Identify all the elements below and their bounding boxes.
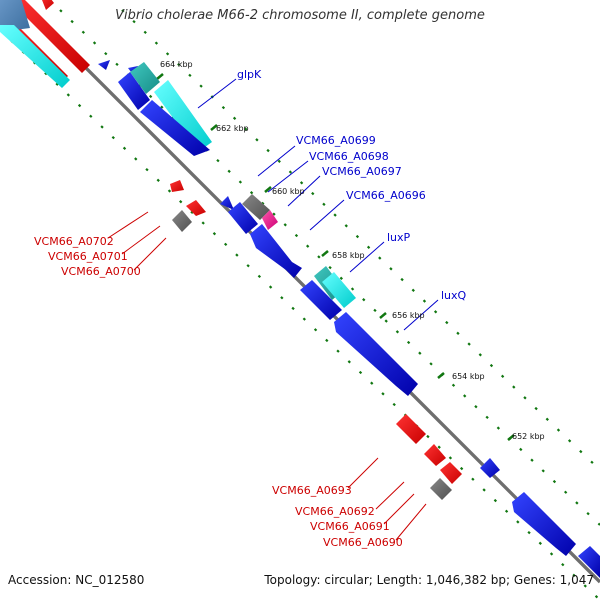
- gene-A0699-body: [228, 202, 258, 234]
- leader-A0691: [383, 493, 415, 525]
- gene-A0700-gray: [172, 210, 192, 232]
- leader-A0698: [267, 160, 309, 193]
- leader-A0693: [347, 457, 379, 489]
- gene-label-luxP: luxP: [387, 231, 411, 244]
- gene-A0697-magenta: [262, 210, 278, 230]
- gene-glpk-arrow: [118, 72, 150, 110]
- gene-label-VCM66_A0701: VCM66_A0701: [48, 250, 128, 263]
- map-title: Vibrio cholerae M66-2 chromosome II, com…: [115, 8, 485, 23]
- gene-label-luxQ: luxQ: [441, 289, 467, 302]
- leader-glpK: [197, 78, 237, 109]
- forward-strand-features: [98, 60, 600, 578]
- gene-label-VCM66_A0690: VCM66_A0690: [323, 536, 403, 549]
- leader-A0702: [107, 211, 149, 239]
- gene-label-VCM66_A0692: VCM66_A0692: [295, 505, 375, 518]
- feature-red-top: [12, 0, 90, 73]
- guide-track-outer: [121, 9, 600, 471]
- gene-label-VCM66_A0693: VCM66_A0693: [272, 484, 352, 497]
- tick-label-662: 662 kbp: [216, 124, 249, 133]
- tick-mark-660: [264, 186, 272, 193]
- gene-label-VCM66_A0698: VCM66_A0698: [309, 150, 389, 163]
- reverse-label-leaders: [107, 211, 427, 541]
- leader-A0701: [121, 225, 161, 255]
- leader-A0690: [395, 503, 427, 541]
- tick-mark-664: [156, 73, 164, 80]
- gene-label-VCM66_A0700: VCM66_A0700: [61, 265, 141, 278]
- gene-A0691-arrow: [440, 462, 462, 484]
- gene-A0692-arrow: [424, 444, 446, 466]
- leader-A0697: [287, 175, 321, 207]
- gene-label-VCM66_A0699: VCM66_A0699: [296, 134, 376, 147]
- feature-cyan-glpk: [154, 80, 212, 152]
- gene-large-arrow-bottom: [512, 492, 576, 556]
- gene-arrow-small-1: [98, 60, 110, 70]
- tick-label-664: 664 kbp: [160, 60, 193, 69]
- gene-label-VCM66_A0702: VCM66_A0702: [34, 235, 114, 248]
- tick-mark-656: [379, 312, 387, 319]
- tick-label-660: 660 kbp: [272, 187, 305, 196]
- gene-label-VCM66_A0697: VCM66_A0697: [322, 165, 402, 178]
- leader-A0700: [133, 237, 167, 271]
- feature-cyan-top: [0, 25, 70, 88]
- gene-A0696-arrow: [250, 224, 302, 278]
- gene-A0699-arrow: [220, 196, 234, 210]
- gene-small-arrow-right: [480, 458, 500, 478]
- feature-red-mid-top: [42, 0, 54, 10]
- gene-glpk-arrow-2: [140, 100, 210, 156]
- guide-track-forward: [59, 9, 600, 526]
- gene-luxq-arrow: [334, 312, 418, 396]
- leader-A0692: [375, 481, 405, 510]
- tick-mark-652: [507, 434, 515, 441]
- tick-label-658: 658 kbp: [332, 251, 365, 260]
- leader-luxP: [349, 241, 385, 273]
- position-tick-marks: [156, 73, 515, 441]
- reverse-strand-features: [170, 180, 462, 500]
- tick-mark-658: [321, 250, 329, 257]
- gene-label-VCM66_A0696: VCM66_A0696: [346, 189, 426, 202]
- gene-A0690-gray: [430, 478, 452, 500]
- tick-label-656: 656 kbp: [392, 311, 425, 320]
- forward-label-leaders: [197, 78, 439, 331]
- feature-cyan-luxp: [322, 272, 356, 308]
- gene-A0693-arrow: [396, 414, 426, 444]
- leader-A0699: [257, 145, 296, 177]
- accession-text: Accession: NC_012580: [8, 573, 145, 587]
- feature-steel-top: [0, 0, 30, 32]
- gene-label-glpK: glpK: [237, 68, 262, 81]
- leader-luxQ: [403, 299, 439, 331]
- tick-label-654: 654 kbp: [452, 372, 485, 381]
- tick-mark-662: [210, 124, 218, 131]
- feature-teal-glpk: [130, 62, 160, 94]
- gene-label-VCM66_A0691: VCM66_A0691: [310, 520, 390, 533]
- top-left-features: [0, 0, 90, 88]
- gene-A0698-gray: [242, 194, 270, 220]
- gene-A0701-arrow: [186, 200, 206, 216]
- gene-bottom-right-arrow: [578, 546, 600, 578]
- genome-summary-text: Topology: circular; Length: 1,046,382 bp…: [264, 573, 594, 587]
- gene-luxp-arrow: [300, 280, 342, 320]
- leader-A0696: [309, 199, 345, 231]
- tick-mark-654: [437, 372, 445, 379]
- tick-label-652: 652 kbp: [512, 432, 545, 441]
- gene-A0702-arrow: [170, 180, 184, 192]
